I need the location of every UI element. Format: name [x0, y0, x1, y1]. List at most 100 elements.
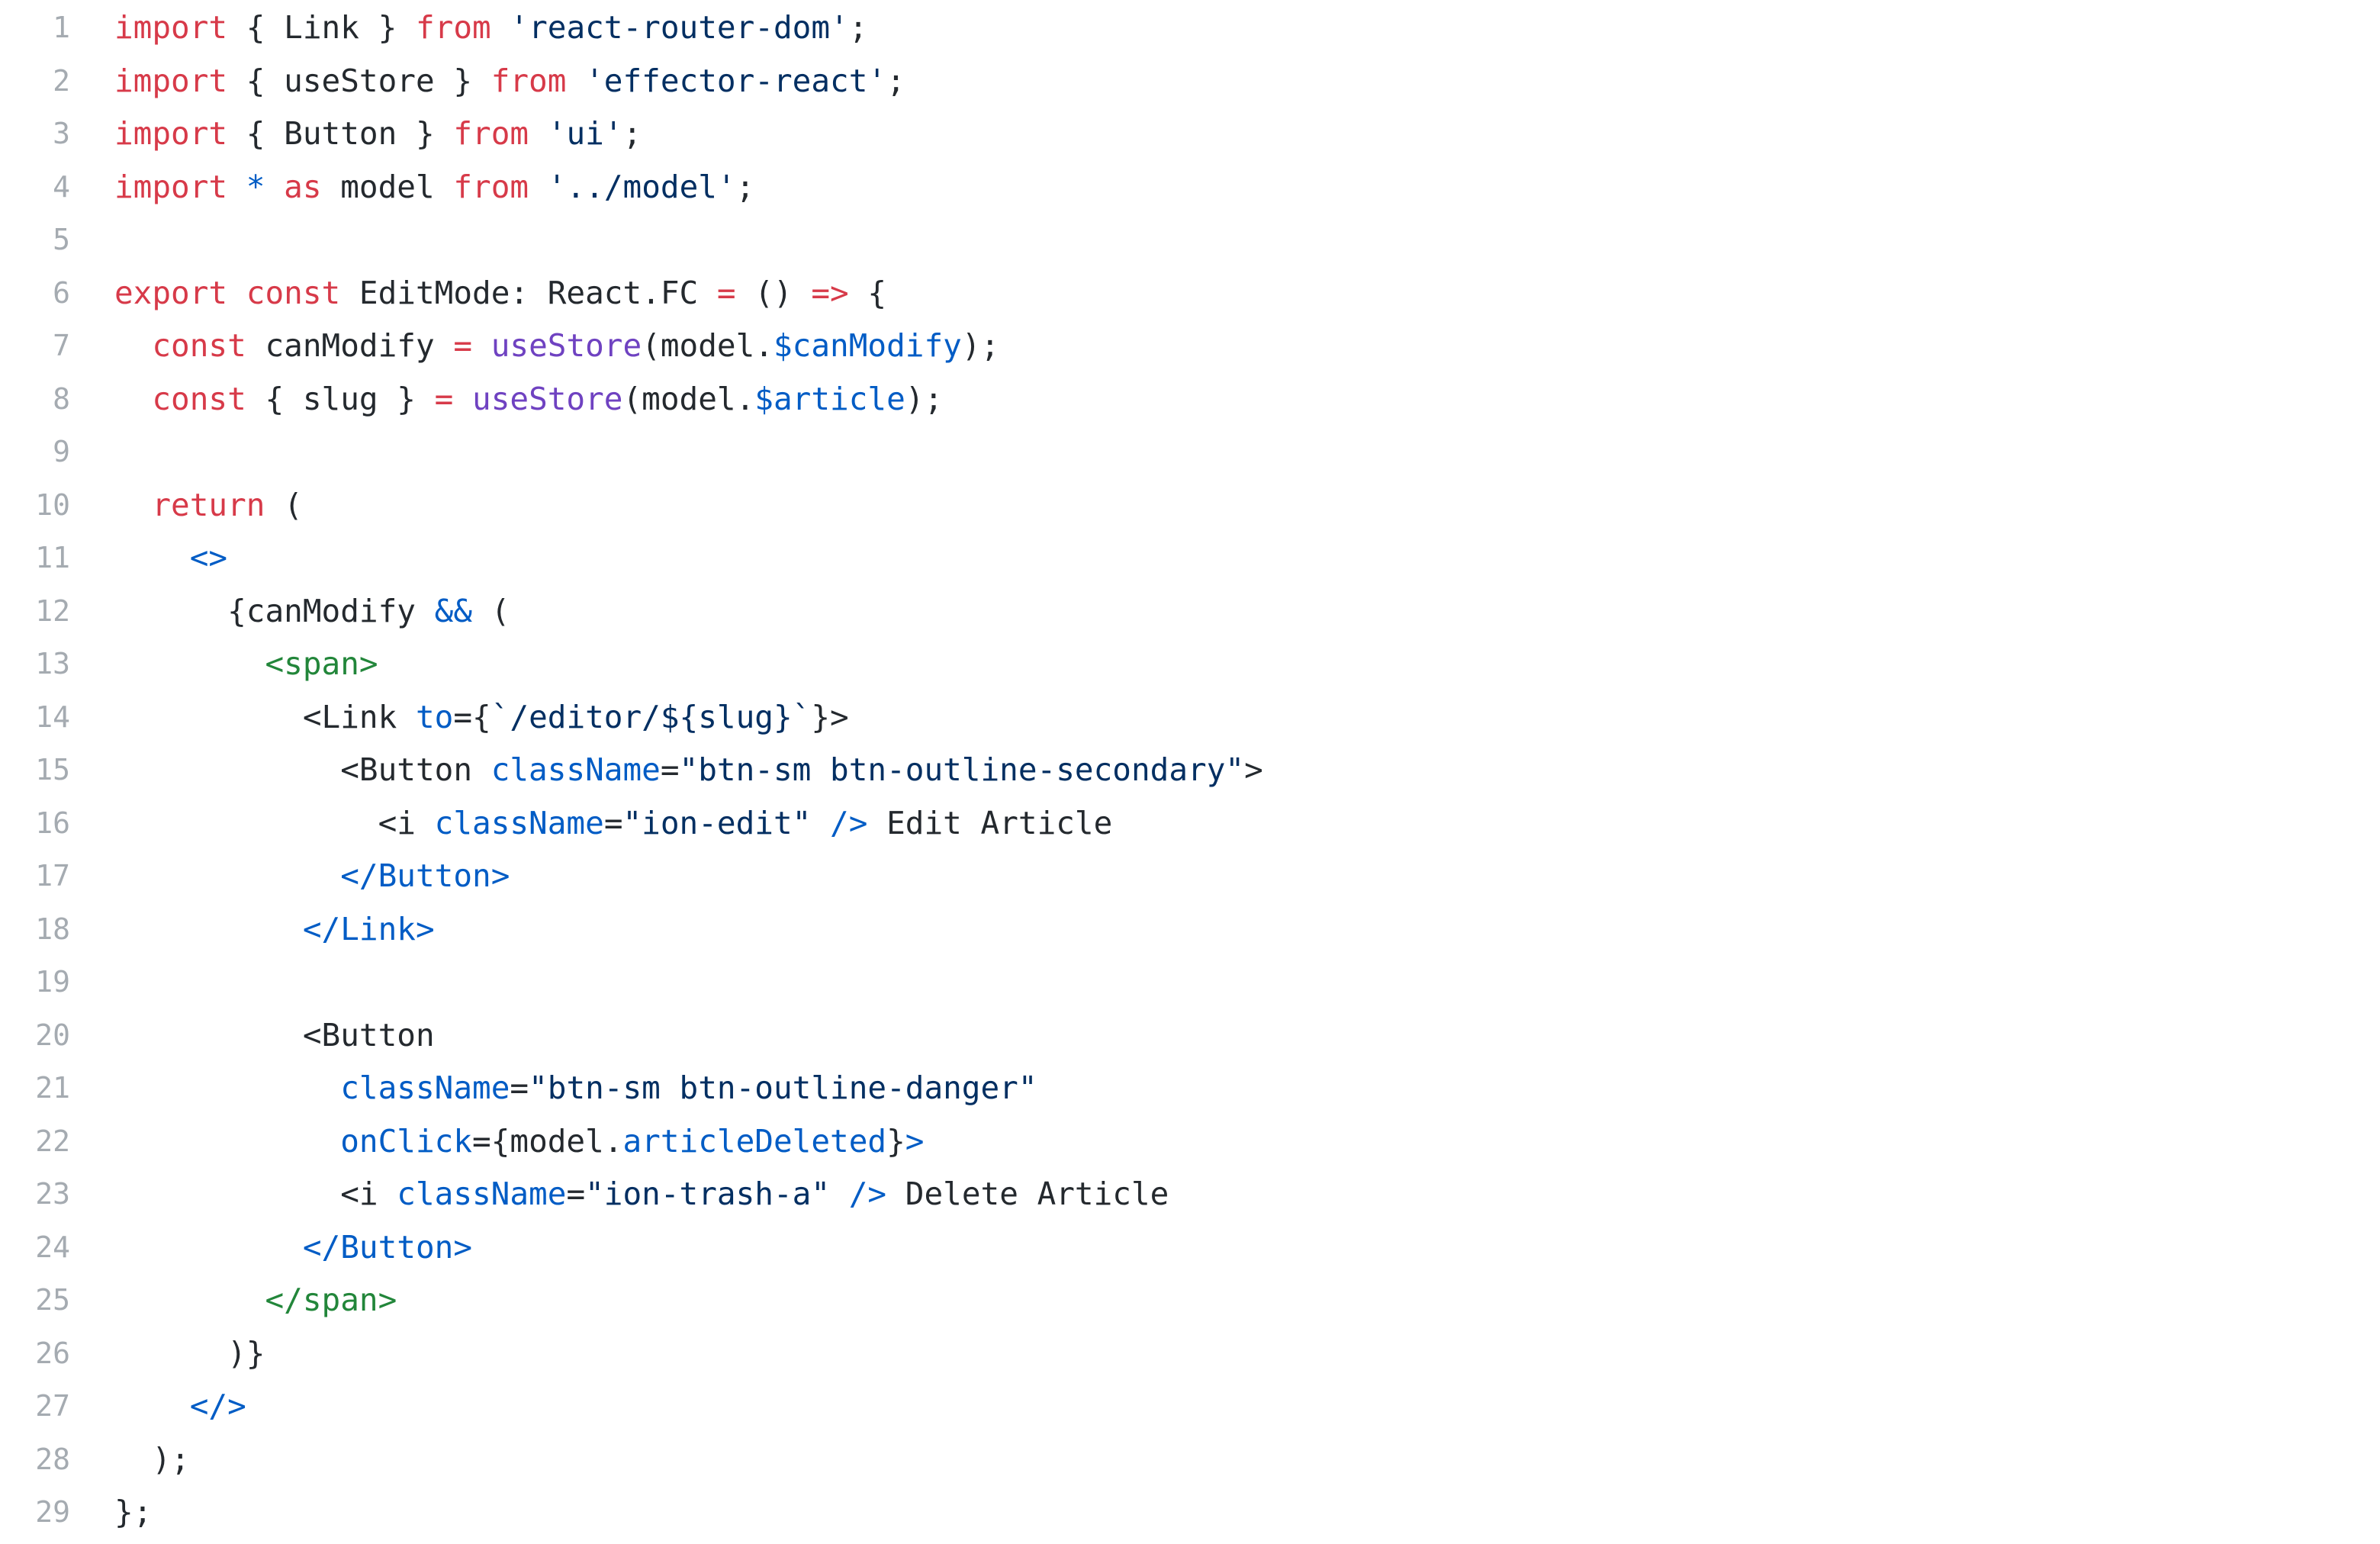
code-token-plain [114, 1388, 190, 1424]
code-line: 23 <i className="ion-trash-a" /> Delete … [0, 1168, 2380, 1221]
code-text: <Link to={`/editor/${slug}`}> [70, 691, 849, 745]
line-number: 25 [35, 1283, 70, 1317]
code-token-keyword: from [490, 62, 567, 99]
code-token-plain: = [510, 1070, 529, 1106]
code-line: 26 )} [0, 1327, 2380, 1381]
code-token-plain: ; [848, 9, 868, 46]
code-text: import { Button } from 'ui'; [70, 108, 642, 161]
code-token-string: 'effector-react' [585, 62, 887, 99]
code-text: </> [70, 1380, 246, 1433]
code-token-plain: { slug } [246, 380, 435, 417]
code-line: 16 <i className="ion-edit" /> Edit Artic… [0, 797, 2380, 851]
code-text: </span> [70, 1274, 397, 1327]
code-token-string: "ion-edit" [622, 804, 812, 841]
code-token-plain [114, 857, 340, 894]
code-token-plain: = [660, 751, 680, 788]
code-token-variable: && [434, 592, 473, 629]
line-number: 22 [35, 1124, 70, 1158]
code-token-plain: }> [811, 698, 849, 735]
code-token-string: `/editor/${slug}` [490, 698, 812, 735]
code-line: 10 return ( [0, 479, 2380, 532]
code-text: </Link> [70, 903, 435, 957]
line-number: 15 [35, 753, 70, 786]
code-token-variable: $canModify [773, 327, 962, 364]
line-number: 18 [35, 912, 70, 946]
code-token-variable: /> [848, 1176, 887, 1212]
code-token-plain: { Link } [227, 9, 416, 46]
code-token-plain [811, 805, 830, 841]
code-text: ); [70, 1433, 189, 1487]
code-token-variable: * [246, 168, 265, 205]
code-line: 7 const canModify = useStore(model.$canM… [0, 320, 2380, 373]
code-line: 29}; [0, 1486, 2380, 1539]
code-token-plain [114, 1123, 340, 1160]
code-line: 9 [0, 426, 2380, 479]
line-number: 12 [35, 593, 70, 628]
code-token-plain: <i [114, 804, 435, 841]
code-token-plain [114, 1070, 340, 1106]
code-token-variable: className [490, 751, 661, 788]
code-token-plain: )} [114, 1334, 265, 1372]
code-line: 5 [0, 214, 2380, 267]
code-token-plain: {canModify [114, 592, 435, 629]
code-token-variable: > [905, 1122, 925, 1160]
code-token-keyword: export [114, 274, 228, 311]
code-line: 24 </Button> [0, 1221, 2380, 1275]
code-token-plain: model [321, 168, 454, 205]
line-number: 24 [35, 1230, 70, 1264]
code-token-plain [265, 169, 284, 205]
code-token-plain [453, 381, 472, 417]
code-token-keyword: = [453, 327, 473, 364]
code-token-keyword: import [114, 62, 228, 99]
code-token-keyword: const [246, 274, 341, 311]
code-line: 14 <Link to={`/editor/${slug}`}> [0, 691, 2380, 745]
code-token-keyword: = [716, 274, 736, 311]
code-token-plain [830, 1176, 849, 1212]
code-token-plain [114, 381, 152, 417]
code-line: 12 {canModify && ( [0, 585, 2380, 639]
code-token-variable: /> [830, 804, 868, 841]
code-token-plain: ; [886, 62, 905, 99]
code-token-keyword: from [415, 9, 491, 46]
code-token-tag: </span> [265, 1282, 397, 1318]
line-number: 4 [53, 169, 70, 204]
code-token-variable: to [415, 698, 454, 735]
code-token-tag: <span> [265, 645, 378, 682]
code-token-plain: canModify [246, 327, 454, 364]
code-token-plain [529, 169, 548, 205]
code-token-plain: ; [622, 115, 642, 152]
code-text: onClick={model.articleDeleted}> [70, 1115, 924, 1169]
code-line: 13 <span> [0, 638, 2380, 691]
code-token-plain [114, 645, 265, 682]
code-token-variable: </Link> [302, 910, 435, 947]
code-token-keyword: import [114, 115, 228, 152]
code-token-keyword: import [114, 9, 228, 46]
code-token-plain: } [886, 1122, 905, 1160]
code-token-variable: className [397, 1176, 567, 1212]
code-token-plain: Delete Article [886, 1176, 1169, 1212]
code-token-keyword: => [811, 274, 849, 311]
line-number: 8 [53, 381, 70, 416]
code-line: 11 <> [0, 532, 2380, 585]
line-number: 5 [53, 223, 70, 256]
code-token-keyword: as [284, 168, 322, 205]
code-token-plain: { useStore } [227, 62, 491, 99]
code-token-variable: </Button> [302, 1228, 473, 1266]
code-token-string: '../model' [547, 168, 736, 205]
line-number: 1 [53, 11, 70, 44]
code-token-variable: className [434, 804, 604, 841]
code-token-plain: <Button [114, 751, 491, 788]
code-token-plain [114, 1282, 265, 1318]
code-token-plain: = [566, 1176, 586, 1212]
line-number: 16 [35, 806, 70, 840]
line-number: 9 [53, 435, 70, 468]
line-number: 13 [35, 647, 70, 680]
code-token-plain: <i [114, 1176, 397, 1212]
code-token-variable: <> [189, 539, 228, 576]
code-token-variable: className [340, 1070, 510, 1106]
code-token-keyword: = [434, 380, 454, 417]
